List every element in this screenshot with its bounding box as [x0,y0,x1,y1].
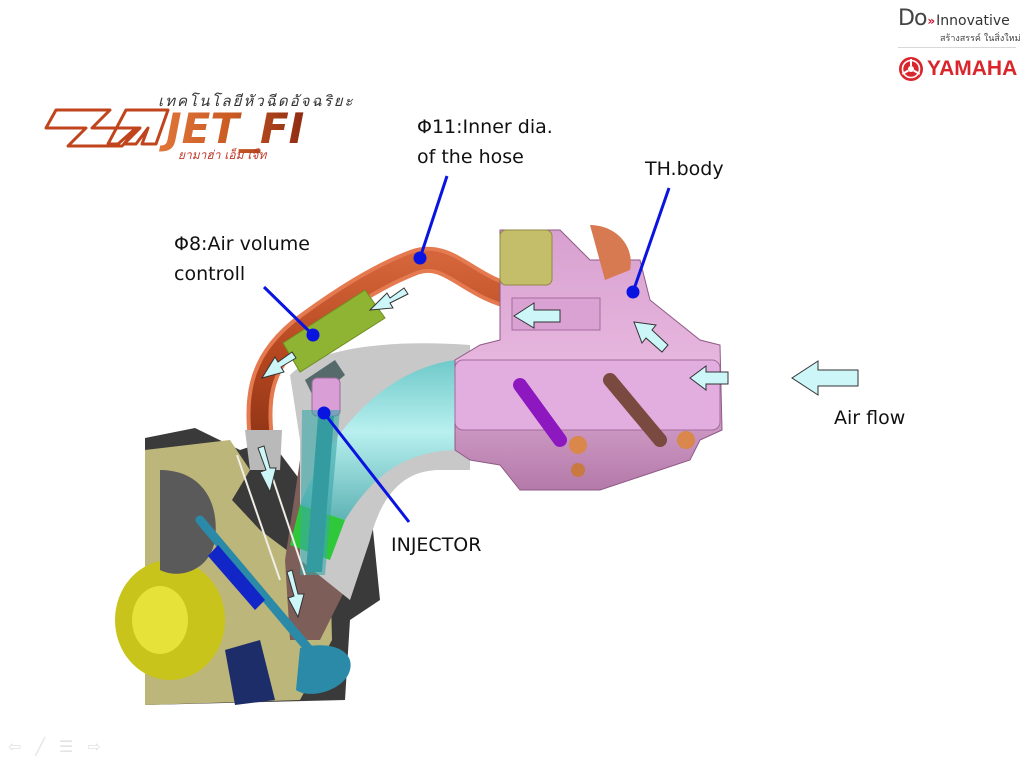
logo-thai-subtitle: ยามาฮ่า เอ็ม เจ็ท [178,148,267,162]
fuel-injector [300,377,341,575]
label-throttle-body: TH.body [645,158,724,180]
intake-valve [195,515,351,694]
chevron-icon: » [927,14,936,28]
intake-duct [300,360,455,520]
next-slide-arrow-icon[interactable]: ⇨ [87,737,101,756]
callout-th-line [631,187,671,293]
yamaha-tuning-fork-icon [899,57,923,81]
callout-injector-dot [317,406,331,420]
do-innovative-logo: Do»Innovative [898,6,1010,31]
label-air-flow: Air flow [834,407,906,429]
innovative-text: Innovative [936,13,1010,29]
previous-slide-arrow-icon[interactable]: ⇦ [8,737,22,756]
logo-thai-title: เทคโนโลยีหัวฉีดอัจฉริยะ [158,92,355,110]
menu-icon[interactable]: ☰ [59,737,74,756]
callout-hose-line [418,175,449,259]
callout-hose-dot [413,251,427,265]
do-text: Do [898,6,927,31]
ymjet-fi-logo: JET_FI [44,104,304,153]
flow-arrow-icon [689,365,729,391]
flow-arrow-icon [260,351,297,379]
logo-ym-outline [44,108,170,148]
yamaha-logo: YAMAHA [898,56,1017,82]
throttle-body [454,225,723,491]
label-air-volume-line2: controll [174,263,246,285]
callout-air-volume-line [262,285,315,337]
label-air-volume-line1: Φ8:Air volume [174,233,310,255]
flow-arrow-icon [368,287,409,311]
air-volume-orifice [282,289,386,373]
label-air-volume-control: Φ8:Air volume controll [174,229,310,289]
brand-divider [898,47,1016,48]
label-hose-diameter: Φ11:Inner dia. of the hose [417,112,553,172]
slide-navigation: ⇦ ╱ ☰ ⇨ [8,738,101,756]
callout-air-volume-dot [306,328,320,342]
callout-th-dot [626,285,640,299]
flow-arrow-icon [513,302,561,329]
yamaha-wordmark: YAMAHA [927,57,1018,80]
callouts [262,175,671,523]
flow-arrow-icon [286,569,305,619]
pen-icon[interactable]: ╱ [35,737,46,756]
thai-tagline: สร้างสรรค์ ในสิ่งใหม่ [940,34,1021,44]
label-hose-line2: of the hose [417,146,524,168]
label-injector: INJECTOR [391,534,482,556]
label-hose-line1: Φ11:Inner dia. [417,116,553,138]
callout-injector-line [322,412,411,523]
flow-arrow-icon [633,321,669,353]
bypass-hose [250,250,591,457]
flow-arrow-icon [257,445,277,494]
logo-jet-fi-text: JET_FI [159,104,304,153]
flow-arrow-icon [791,360,859,396]
flow-arrows [257,287,859,619]
